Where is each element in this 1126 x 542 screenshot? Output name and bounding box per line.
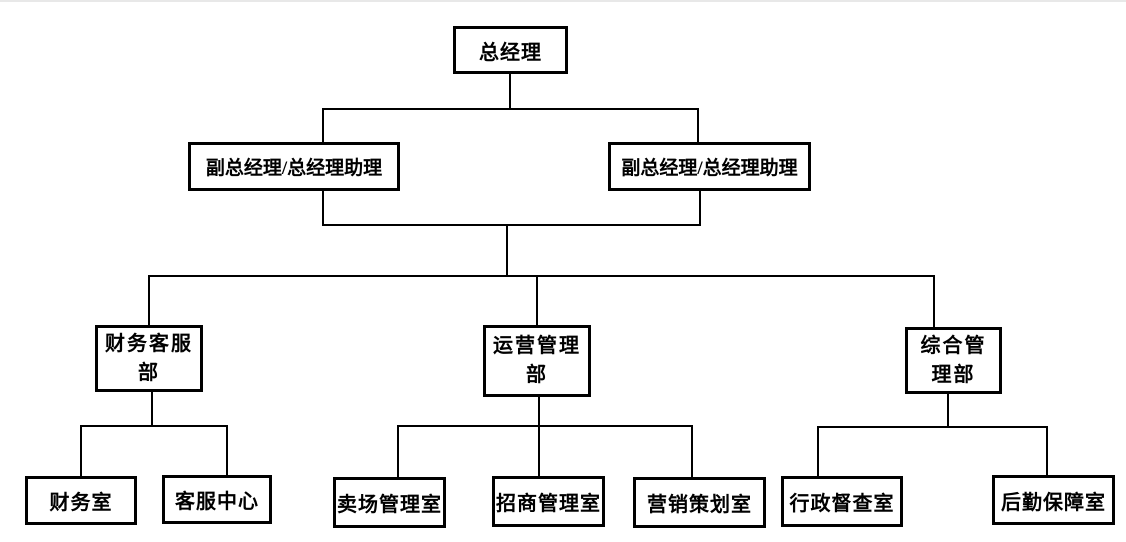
connector-drop-marketing-office	[691, 425, 693, 478]
org-node-customer-service-center: 客服中心	[162, 475, 272, 524]
connector-root-trunk	[509, 74, 511, 110]
connector-departments-bar	[148, 275, 935, 277]
connector-operations-offices-bar	[397, 425, 693, 427]
connector-drop-dept-finance	[148, 275, 150, 326]
org-node-dept-general-admin: 综合管理部	[905, 327, 1002, 394]
connector-drop-service-center	[226, 425, 228, 476]
connector-vice-left-down	[322, 190, 324, 226]
org-node-finance-office: 财务室	[25, 476, 137, 525]
connector-drop-vice-right	[697, 108, 699, 143]
connector-drop-store-office	[397, 425, 399, 478]
org-node-admin-supervision-office: 行政督查室	[781, 476, 903, 527]
org-node-logistics-support-office: 后勤保障室	[992, 475, 1115, 525]
connector-finance-offices-bar	[80, 425, 228, 427]
connector-finance-trunk	[151, 391, 153, 427]
org-node-general-manager: 总经理	[453, 26, 568, 74]
connector-level2-bottom-bar	[322, 224, 701, 226]
connector-operations-trunk	[538, 396, 540, 477]
connector-drop-supervision-office	[817, 426, 819, 477]
org-node-dept-operations: 运营管理部	[483, 325, 591, 397]
page-top-edge-line	[0, 0, 1126, 2]
org-node-store-management-office: 卖场管理室	[333, 477, 446, 528]
connector-drop-dept-admin	[933, 275, 935, 328]
org-node-deputy-gm-right: 副总经理/总经理助理	[608, 142, 811, 191]
connector-admin-offices-bar	[817, 426, 1048, 428]
org-node-deputy-gm-left: 副总经理/总经理助理	[188, 142, 400, 191]
connector-drop-finance-office	[80, 425, 82, 477]
org-node-merchants-management-office: 招商管理室	[492, 476, 605, 527]
connector-drop-dept-operations	[536, 275, 538, 326]
connector-admin-trunk	[947, 393, 949, 428]
org-node-dept-finance-service: 财务客服部	[95, 325, 203, 392]
connector-mid-trunk	[506, 224, 508, 277]
connector-level2-top-bar	[322, 108, 699, 110]
connector-vice-right-down	[699, 190, 701, 226]
connector-drop-logistics-office	[1046, 426, 1048, 476]
connector-drop-vice-left	[322, 108, 324, 143]
org-node-marketing-planning-office: 营销策划室	[633, 477, 766, 528]
